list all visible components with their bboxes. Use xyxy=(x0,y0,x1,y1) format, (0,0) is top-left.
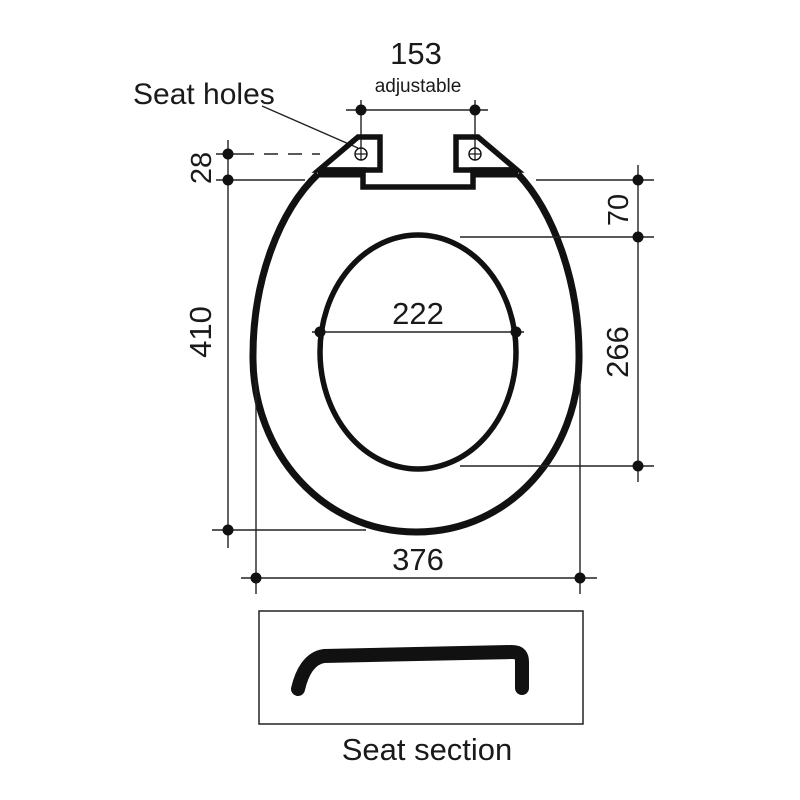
seat-section-profile xyxy=(291,645,529,696)
opening-length-value: 266 xyxy=(600,326,635,378)
opening-width-dimension: 222 xyxy=(312,296,524,338)
hole-spacing-note: adjustable xyxy=(375,76,462,97)
seat-opening-outline xyxy=(317,232,519,472)
seat-hole-left-icon xyxy=(354,147,368,161)
seat-holes-callout: Seat holes xyxy=(133,78,359,149)
seat-holes-label: Seat holes xyxy=(133,78,275,111)
seat-section-caption: Seat section xyxy=(342,732,513,767)
opening-offset-value: 70 xyxy=(603,194,635,226)
seat-hole-right-icon xyxy=(468,147,482,161)
seat-section-panel: Seat section xyxy=(258,610,584,767)
hole-spacing-value: 153 xyxy=(390,36,442,71)
hole-spacing-dimension: 153 adjustable xyxy=(346,36,488,152)
overall-length-value: 410 xyxy=(183,306,218,358)
hinge-brackets xyxy=(311,134,525,190)
seat-outer-outline xyxy=(249,171,583,536)
overall-width-value: 376 xyxy=(392,542,444,577)
hinge-offset-value: 28 xyxy=(186,152,218,184)
left-dimensions: 28 410 xyxy=(183,140,366,548)
opening-width-value: 222 xyxy=(392,296,444,331)
overall-width-dimension: 376 xyxy=(241,380,597,594)
right-dimensions: 70 266 xyxy=(460,165,654,482)
